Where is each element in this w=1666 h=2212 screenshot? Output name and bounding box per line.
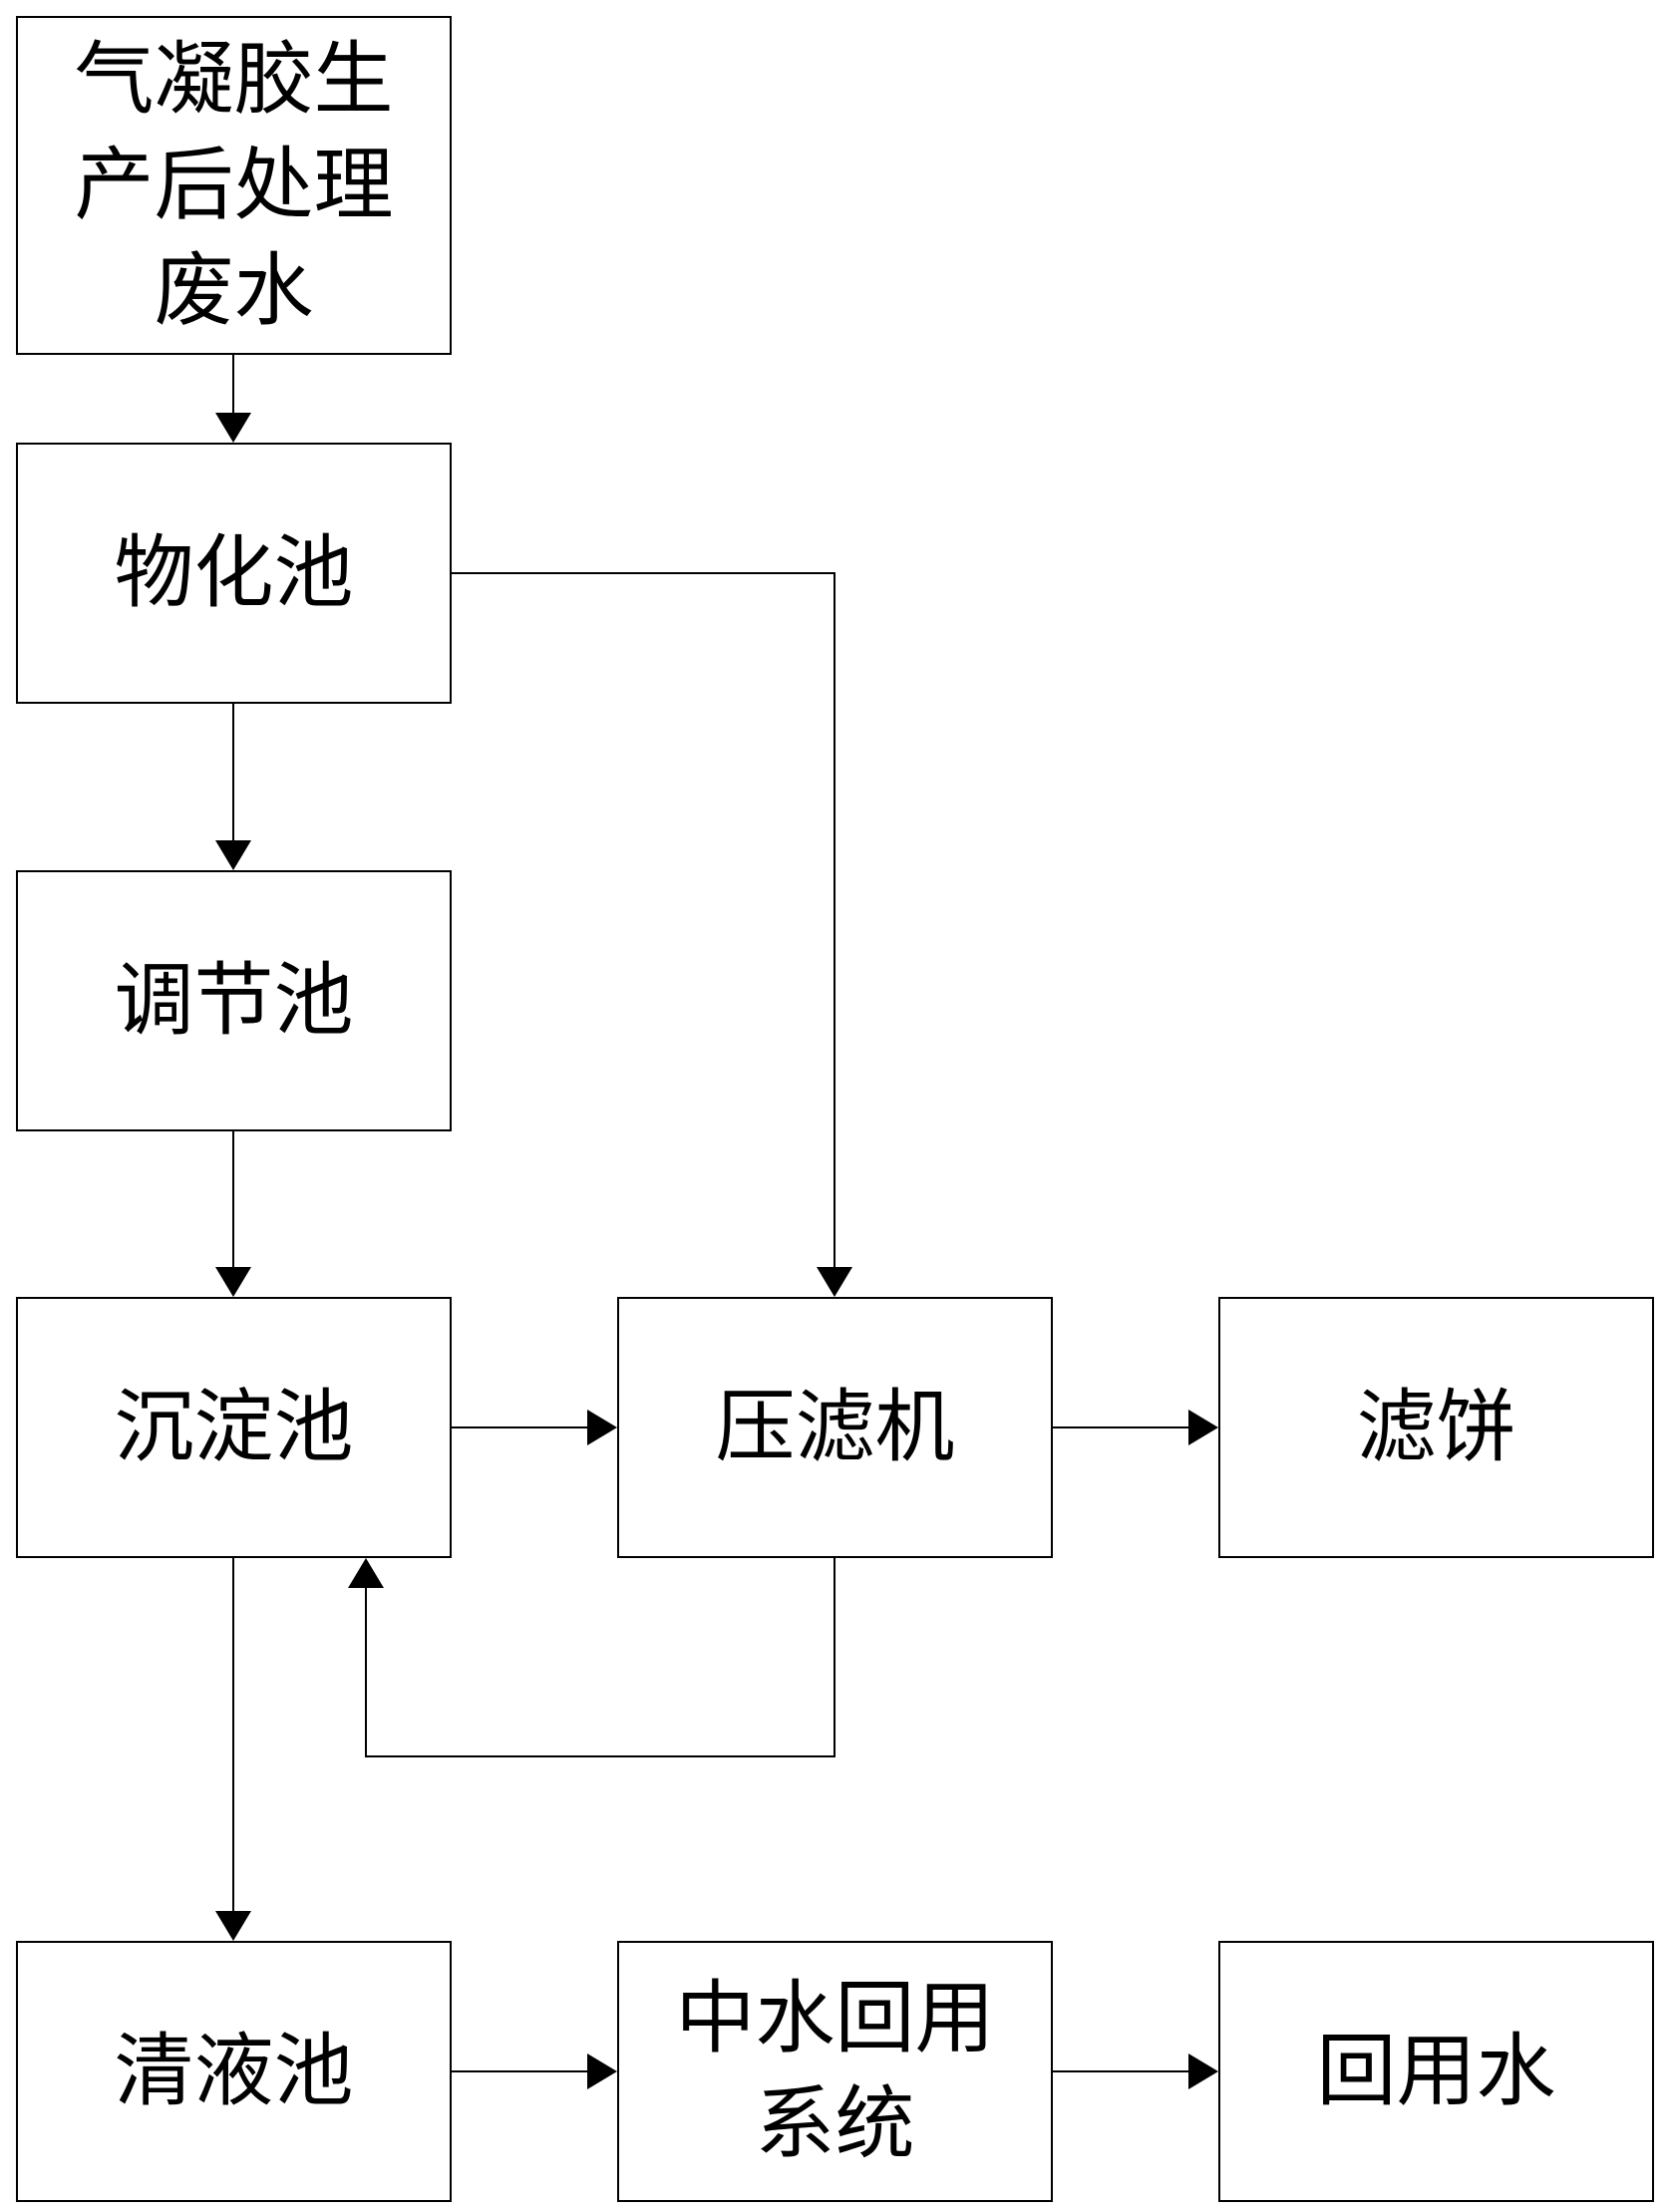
clear-liquid-tank-label: 清液池: [114, 2025, 354, 2117]
reclaimed-water-system-box: 中水回用 系统: [617, 1941, 1053, 2202]
reused-water-label: 回用水: [1316, 2025, 1556, 2117]
sedimentation-tank-label: 沉淀池: [114, 1381, 354, 1473]
physchem-tank-box: 物化池: [16, 443, 452, 704]
filter-press-label: 压滤机: [715, 1381, 955, 1473]
wastewater-label: 气凝胶生 产后处理 废水: [74, 33, 394, 337]
arrowhead-down-icon: [817, 1267, 852, 1297]
regulating-tank-box: 调节池: [16, 870, 452, 1131]
regulating-tank-label: 调节池: [114, 954, 354, 1047]
sedimentation-tank-box: 沉淀池: [16, 1297, 452, 1558]
arrowhead-down-icon: [215, 1267, 251, 1297]
edge-physchem-to-filter-press: [452, 572, 835, 1267]
wastewater-box: 气凝胶生 产后处理 废水: [16, 16, 452, 355]
arrowhead-right-icon: [587, 1410, 617, 1445]
arrowhead-right-icon: [1188, 1410, 1218, 1445]
physchem-tank-label: 物化池: [114, 526, 354, 619]
filter-cake-label: 滤饼: [1356, 1381, 1516, 1473]
arrowhead-right-icon: [1188, 2054, 1218, 2089]
arrowhead-up-icon: [348, 1558, 384, 1588]
arrowhead-down-icon: [215, 840, 251, 870]
reclaimed-water-system-label: 中水回用 系统: [675, 1972, 995, 2170]
arrowhead-right-icon: [587, 2054, 617, 2089]
clear-liquid-tank-box: 清液池: [16, 1941, 452, 2202]
arrowhead-down-icon: [215, 413, 251, 443]
edge-filter-press-return-to-sedimentation: [365, 1558, 835, 1757]
arrowhead-down-icon: [215, 1911, 251, 1941]
reused-water-box: 回用水: [1218, 1941, 1654, 2202]
filter-cake-box: 滤饼: [1218, 1297, 1654, 1558]
filter-press-box: 压滤机: [617, 1297, 1053, 1558]
